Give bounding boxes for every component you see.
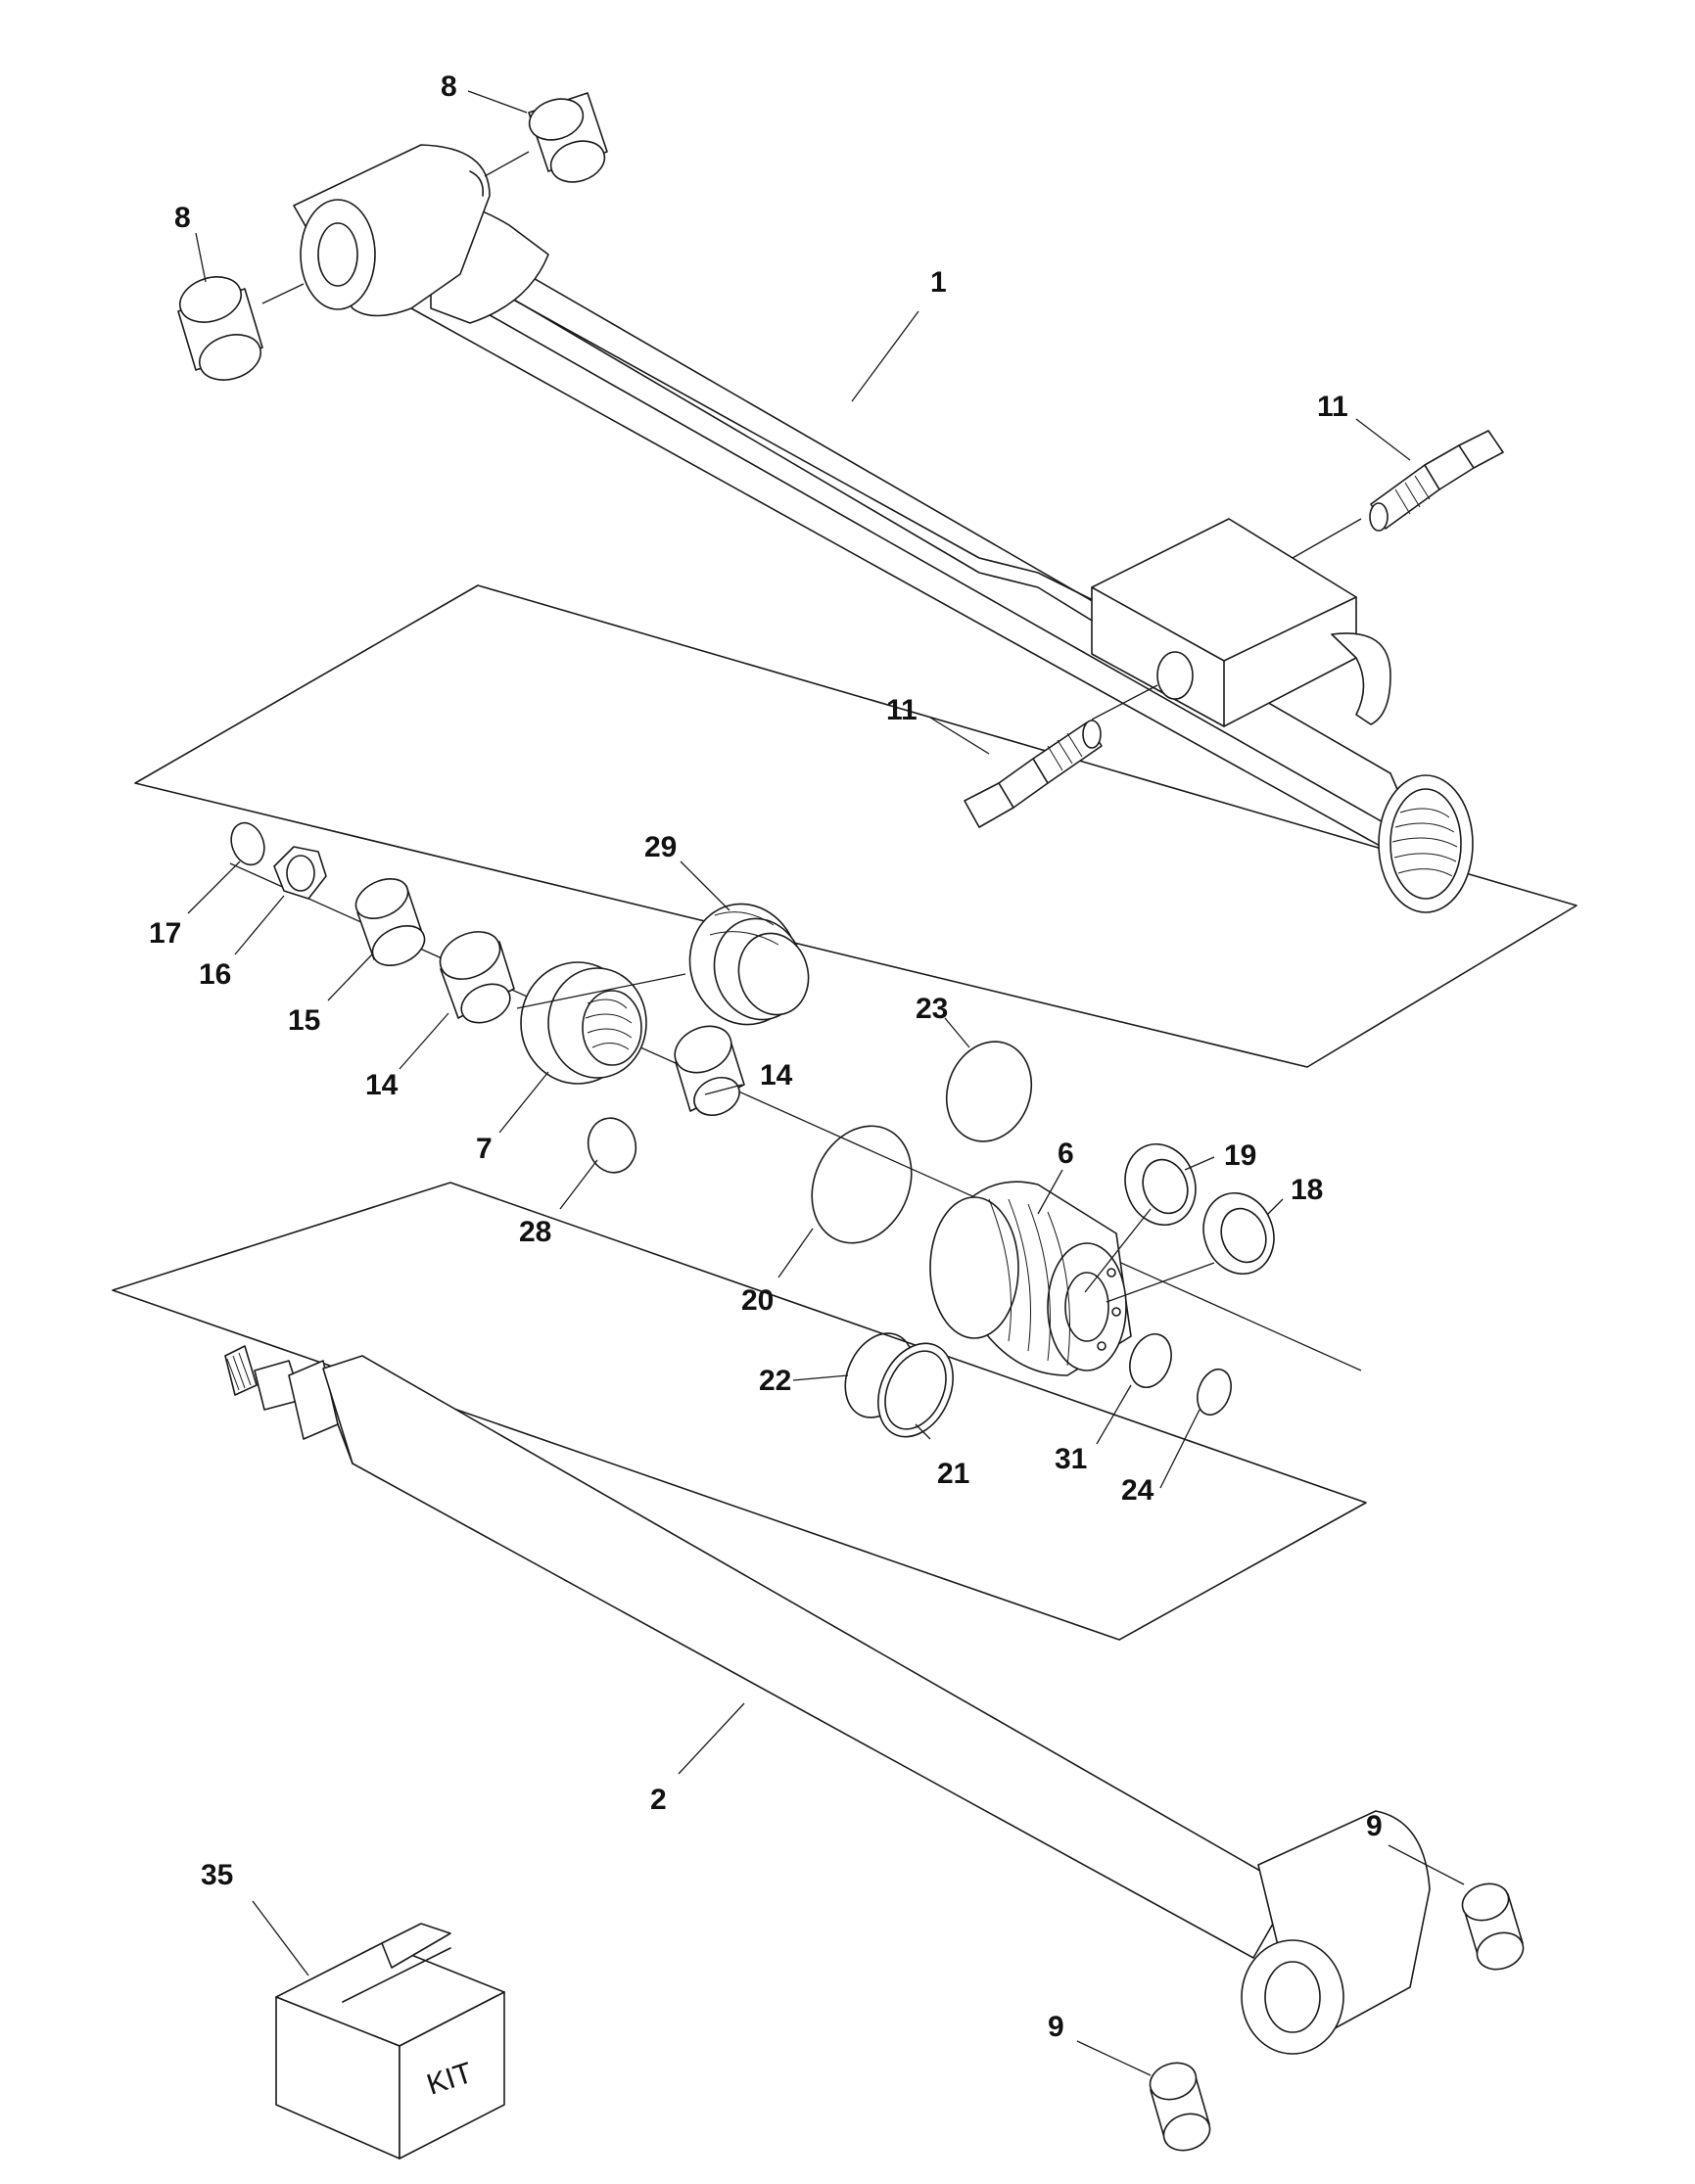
part-6-piston	[929, 1181, 1132, 1376]
callout-28: 28	[519, 1216, 551, 1248]
seal-kit-box: KIT	[275, 1923, 505, 2160]
callout-14-left: 14	[365, 1069, 399, 1101]
relief-valve-lower	[964, 720, 1103, 828]
callout-9-right: 9	[1366, 1810, 1383, 1842]
relief-valve-upper	[1369, 430, 1504, 532]
callout-35: 35	[201, 1859, 233, 1891]
rod-eye	[1241, 1810, 1431, 2055]
part-20-o-ring	[811, 1125, 913, 1244]
callout-11-lower: 11	[886, 694, 918, 726]
part-17-ring	[230, 821, 265, 866]
callout-8-upper: 8	[441, 70, 457, 103]
callout-8-left: 8	[174, 202, 191, 234]
part-21-ring	[877, 1342, 954, 1438]
part-31-ring	[1129, 1333, 1172, 1388]
callout-9-lower: 9	[1048, 2011, 1064, 2043]
callout-7: 7	[476, 1133, 493, 1165]
valve-block	[1091, 518, 1391, 727]
bushing-left	[177, 276, 305, 381]
callout-19: 19	[1224, 1139, 1256, 1172]
cylinder-barrel	[293, 144, 1474, 913]
callout-31: 31	[1055, 1443, 1087, 1475]
part-28-o-ring	[587, 1117, 637, 1174]
callout-15: 15	[288, 1004, 320, 1037]
callout-23: 23	[916, 993, 948, 1025]
part-14-bushing-b	[674, 1025, 745, 1117]
callout-17: 17	[149, 917, 181, 950]
piston-group-plane	[134, 584, 1577, 1068]
piston-rod	[224, 1345, 1294, 1959]
part-14-bushing-a	[439, 931, 515, 1024]
part-15-sleeve	[354, 878, 426, 966]
callout-20: 20	[741, 1284, 774, 1317]
part-19-seal	[1124, 1142, 1197, 1227]
callout-1: 1	[930, 266, 947, 299]
callout-21: 21	[937, 1458, 969, 1490]
bushing-upper	[484, 92, 608, 183]
callout-24: 24	[1121, 1474, 1154, 1507]
part-23-o-ring	[945, 1041, 1033, 1142]
callout-6: 6	[1058, 1138, 1074, 1170]
leader-lines	[187, 90, 1465, 2076]
callout-2: 2	[650, 1784, 667, 1816]
rod-group-plane	[112, 1182, 1367, 1641]
callout-16: 16	[199, 958, 231, 991]
callout-11-upper: 11	[1317, 391, 1348, 423]
callout-22: 22	[759, 1365, 791, 1397]
bushing-rod-right	[1461, 1882, 1525, 1971]
part-24-ring	[1197, 1368, 1232, 1417]
callout-18: 18	[1291, 1174, 1323, 1206]
callout-29: 29	[644, 831, 677, 863]
part-16-nut	[273, 846, 327, 900]
callout-14-right: 14	[760, 1059, 793, 1092]
bushing-rod-lower	[1149, 2062, 1211, 2152]
part-29-seal	[688, 903, 810, 1026]
callouts: 8 8 1 11 11 29 17 16 15 14 14 7 28 23 6 …	[149, 70, 1383, 2043]
part-18-seal	[1202, 1191, 1275, 1276]
part-7-gland	[516, 961, 686, 1085]
